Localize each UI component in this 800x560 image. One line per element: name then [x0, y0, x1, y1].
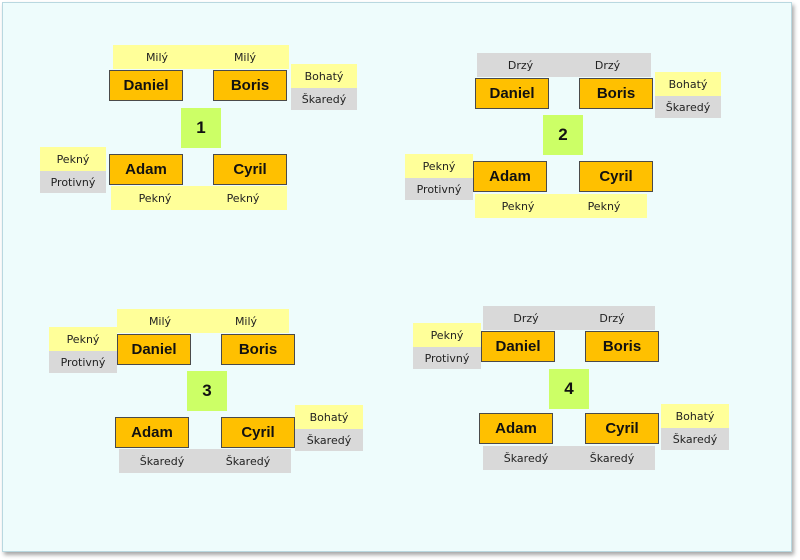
scenario-number-badge: 1: [181, 108, 221, 148]
person-cyril: Cyril: [213, 154, 287, 185]
trait-label: Pekný: [111, 186, 199, 210]
scenario-number-badge: 3: [187, 371, 227, 411]
person-boris: Boris: [579, 78, 653, 109]
trait-label: Pekný: [405, 154, 473, 178]
trait-label: Milý: [113, 45, 201, 69]
scenario-number-badge: 2: [543, 115, 583, 155]
trait-label: Drzý: [564, 53, 651, 77]
diagram-canvas: Milý Milý Daniel Boris Bohatý Škaredý 1 …: [2, 2, 792, 552]
trait-label: Bohatý: [655, 72, 721, 96]
person-cyril: Cyril: [585, 413, 659, 444]
trait-label: Škaredý: [483, 446, 569, 470]
trait-label: Škaredý: [205, 449, 291, 473]
trait-label: Pekný: [475, 194, 561, 218]
trait-label: Bohatý: [661, 404, 729, 428]
trait-label: Škaredý: [295, 429, 363, 451]
trait-label: Protivný: [405, 178, 473, 200]
trait-label: Drzý: [477, 53, 564, 77]
person-daniel: Daniel: [109, 70, 183, 101]
trait-label: Škaredý: [661, 428, 729, 450]
trait-label: Milý: [117, 309, 203, 333]
trait-label: Škaredý: [569, 446, 655, 470]
scenario-number-badge: 4: [549, 369, 589, 409]
person-cyril: Cyril: [221, 417, 295, 448]
person-adam: Adam: [109, 154, 183, 185]
trait-label: Pekný: [49, 327, 117, 351]
trait-label: Bohatý: [295, 405, 363, 429]
person-adam: Adam: [479, 413, 553, 444]
trait-label: Bohatý: [291, 64, 357, 88]
trait-label: Pekný: [40, 147, 106, 171]
person-cyril: Cyril: [579, 161, 653, 192]
trait-label: Protivný: [40, 171, 106, 193]
person-adam: Adam: [473, 161, 547, 192]
trait-label: Drzý: [569, 306, 655, 330]
trait-label: Drzý: [483, 306, 569, 330]
trait-label: Protivný: [49, 351, 117, 373]
trait-label: Škaredý: [291, 88, 357, 110]
person-boris: Boris: [213, 70, 287, 101]
person-boris: Boris: [585, 331, 659, 362]
person-daniel: Daniel: [475, 78, 549, 109]
trait-label: Pekný: [413, 323, 481, 347]
trait-label: Pekný: [561, 194, 647, 218]
trait-label: Milý: [203, 309, 289, 333]
person-boris: Boris: [221, 334, 295, 365]
person-daniel: Daniel: [481, 331, 555, 362]
trait-label: Pekný: [199, 186, 287, 210]
trait-label: Protivný: [413, 347, 481, 369]
person-adam: Adam: [115, 417, 189, 448]
trait-label: Škaredý: [119, 449, 205, 473]
trait-label: Škaredý: [655, 96, 721, 118]
person-daniel: Daniel: [117, 334, 191, 365]
trait-label: Milý: [201, 45, 289, 69]
